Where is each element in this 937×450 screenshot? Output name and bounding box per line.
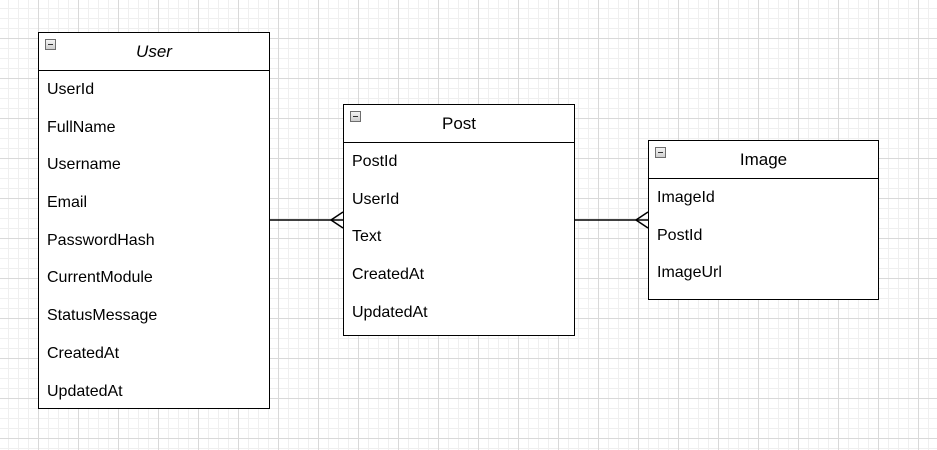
field-list: UserId FullName Username Email PasswordH… [39, 71, 269, 410]
field-row[interactable]: CurrentModule [47, 269, 153, 287]
field-list: ImageId PostId ImageUrl [649, 179, 878, 292]
field-row[interactable]: CreatedAt [47, 344, 120, 362]
field-row[interactable]: PostId [657, 226, 703, 244]
connector-user-post[interactable] [270, 211, 344, 229]
crows-foot-many-icon [634, 211, 649, 229]
entity-title: Post [441, 113, 477, 133]
entity-title: Image [739, 149, 788, 169]
field-row[interactable]: FullName [47, 118, 116, 136]
connector-post-image[interactable] [575, 211, 649, 229]
field-row[interactable]: UpdatedAt [47, 382, 123, 400]
field-row[interactable]: Email [47, 194, 88, 212]
entity-header: User [39, 33, 269, 71]
field-row[interactable]: UserId [47, 81, 95, 98]
entity-header: Image [649, 141, 878, 179]
entity-title: User [136, 41, 172, 61]
entity-header: Post [344, 105, 574, 143]
field-row[interactable]: PostId [352, 153, 398, 170]
field-row[interactable]: ImageUrl [657, 264, 722, 282]
field-row[interactable]: StatusMessage [47, 307, 158, 325]
minus-box-icon[interactable] [350, 111, 361, 122]
crows-foot-many-icon [329, 211, 344, 229]
entity-image[interactable]: Image ImageId PostId ImageUrl [648, 140, 879, 300]
entity-post[interactable]: Post PostId UserId Text CreatedAt Update… [343, 104, 575, 336]
field-row[interactable]: PasswordHash [47, 231, 155, 249]
field-list: PostId UserId Text CreatedAt UpdatedAt [344, 143, 574, 331]
field-row[interactable]: Text [352, 228, 382, 246]
field-row[interactable]: UpdatedAt [352, 303, 428, 321]
minus-box-icon[interactable] [655, 147, 666, 158]
field-row[interactable]: CreatedAt [352, 266, 425, 284]
field-row[interactable]: UserId [352, 190, 400, 208]
field-row[interactable]: Username [47, 156, 121, 174]
entity-user[interactable]: User UserId FullName Username Email Pass… [38, 32, 270, 409]
minus-box-icon[interactable] [45, 39, 56, 50]
field-row[interactable]: ImageId [657, 189, 715, 206]
